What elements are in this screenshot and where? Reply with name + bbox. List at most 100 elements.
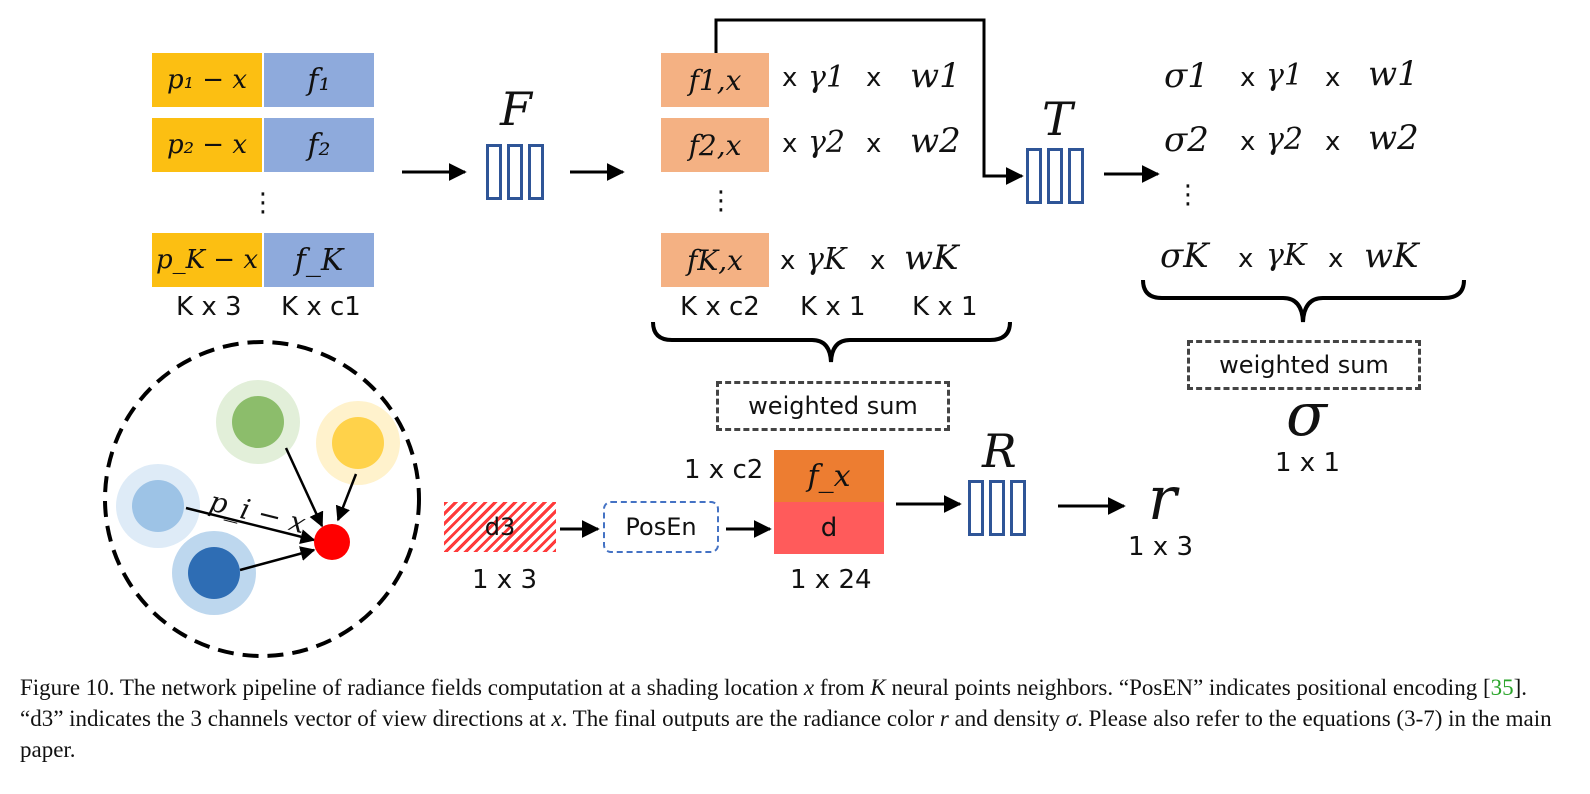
- right-times-1a: x: [1240, 63, 1256, 93]
- neighborhood-circle: [103, 340, 421, 658]
- diagram-lines: [103, 18, 1466, 658]
- mid-feat-label-2: f2,x: [688, 128, 742, 162]
- mlp-f-layer-1: [486, 144, 502, 200]
- caption-var-k: K: [870, 675, 886, 700]
- mlp-r: [968, 480, 1026, 536]
- arrow-blue-to-query: [239, 546, 316, 572]
- posen-box: PosEn: [603, 501, 719, 553]
- mlp-t-label: T: [1042, 92, 1073, 146]
- weighted-sum-right-label: weighted sum: [1219, 351, 1389, 379]
- input-feat-label-1: f₁: [307, 62, 331, 98]
- mlp-t-layer-1: [1026, 148, 1042, 204]
- input-feat-row-2: f₂: [264, 118, 374, 172]
- r-output-dim: 1 x 3: [1128, 532, 1193, 562]
- input-feat-label-k: f_K: [294, 242, 344, 278]
- mlp-f-label: F: [500, 82, 532, 136]
- mlp-t: [1026, 148, 1084, 204]
- brace-mid: [651, 321, 1012, 363]
- mid-times-1b: x: [866, 63, 882, 93]
- right-times-1b: x: [1325, 63, 1341, 93]
- mid-w-dim: K x 1: [912, 292, 978, 322]
- right-sigma-k: σK: [1160, 236, 1209, 276]
- right-sigma-1: σ1: [1164, 56, 1209, 96]
- caption-var-x1: x: [803, 675, 815, 700]
- mid-feat-label-k: fK,x: [687, 243, 743, 277]
- green-point: [232, 396, 284, 448]
- weighted-sum-mid-label: weighted sum: [748, 392, 918, 420]
- mid-gamma-2: γ2: [808, 125, 846, 160]
- input-pos-row-2: p₂ − x: [152, 118, 262, 172]
- input-pos-label-1: p₁ − x: [166, 65, 248, 95]
- fx-box: f_x: [774, 450, 884, 502]
- posen-label: PosEn: [625, 513, 697, 541]
- mlp-f-layer-3: [528, 144, 544, 200]
- mid-gamma-1: γ1: [808, 60, 846, 95]
- right-w-1: w1: [1368, 54, 1419, 94]
- query-point: [314, 524, 350, 560]
- r-output: r: [1148, 464, 1177, 534]
- caption-part-3: neural points neighbors. “PosEN” indicat…: [885, 675, 1491, 700]
- mlp-r-label: R: [982, 424, 1017, 478]
- mlp-r-layer-3: [1010, 480, 1026, 536]
- right-w-2: w2: [1368, 118, 1419, 158]
- right-times-ka: x: [1238, 244, 1254, 274]
- d3-view-dir-box: d3: [444, 502, 556, 552]
- input-feat-label-2: f₂: [307, 127, 331, 163]
- mid-feat-row-2: f2,x: [661, 118, 769, 172]
- input-ellipsis: ⋮: [250, 188, 276, 218]
- input-pos-row-k: p_K − x: [152, 233, 262, 287]
- d3-label: d3: [484, 513, 516, 541]
- caption-part-6: and density: [948, 706, 1066, 731]
- right-times-kb: x: [1328, 244, 1344, 274]
- weighted-sum-mid: weighted sum: [716, 381, 950, 431]
- input-feat-row-k: f_K: [264, 233, 374, 287]
- input-pos-row-1: p₁ − x: [152, 53, 262, 107]
- mid-feat-row-1: f1,x: [661, 53, 769, 107]
- d-label: d: [820, 513, 838, 543]
- mlp-f: [486, 144, 544, 200]
- blue-point: [188, 547, 240, 599]
- input-pos-dim: K x 3: [176, 292, 242, 322]
- sigma-output-dim: 1 x 1: [1275, 448, 1340, 478]
- brace-right: [1141, 279, 1466, 323]
- right-times-2b: x: [1325, 127, 1341, 157]
- right-gamma-1: γ1: [1266, 58, 1304, 93]
- caption-part-5: . The final outputs are the radiance col…: [561, 706, 940, 731]
- mid-times-2a: x: [782, 129, 798, 159]
- mid-w-k: wK: [904, 238, 959, 278]
- mid-gamma-k: γK: [806, 242, 847, 277]
- mid-times-kb: x: [870, 246, 886, 276]
- mlp-r-layer-2: [989, 480, 1005, 536]
- d3-dim: 1 x 3: [472, 565, 537, 595]
- mid-gamma-dim: K x 1: [800, 292, 866, 322]
- right-w-k: wK: [1364, 236, 1419, 276]
- mid-times-1a: x: [782, 63, 798, 93]
- fi-point: [132, 480, 184, 532]
- d-encoded-box: d: [774, 502, 884, 554]
- figure-caption: Figure 10. The network pipeline of radia…: [20, 672, 1570, 765]
- fx-label: f_x: [807, 458, 851, 494]
- mid-w-2: w2: [910, 121, 961, 161]
- right-sigma-2: σ2: [1164, 120, 1209, 160]
- mid-ellipsis: ⋮: [708, 186, 734, 216]
- right-times-2a: x: [1240, 127, 1256, 157]
- caption-var-sigma: σ: [1065, 706, 1078, 731]
- mlp-t-layer-2: [1047, 148, 1063, 204]
- right-gamma-k: γK: [1266, 238, 1307, 273]
- mid-feat-label-1: f1,x: [688, 63, 742, 97]
- input-pos-label-k: p_K − x: [155, 245, 259, 275]
- caption-var-x2: x: [551, 706, 562, 731]
- input-feat-row-1: f₁: [264, 53, 374, 107]
- caption-ref-link[interactable]: 35: [1490, 675, 1514, 700]
- caption-part-2: from: [814, 675, 871, 700]
- caption-part-4: ]. “d3” indicates the 3 channels vector …: [20, 675, 1528, 731]
- input-feat-dim: K x c1: [281, 292, 361, 322]
- mlp-f-layer-2: [507, 144, 523, 200]
- mid-times-ka: x: [780, 246, 796, 276]
- mid-feat-dim: K x c2: [680, 292, 760, 322]
- caption-var-r: r: [939, 706, 949, 731]
- skip-connection: [714, 18, 1024, 185]
- arrow-fi-to-query: [185, 506, 316, 545]
- mlp-t-layer-3: [1068, 148, 1084, 204]
- concat-dim: 1 x 24: [790, 565, 872, 595]
